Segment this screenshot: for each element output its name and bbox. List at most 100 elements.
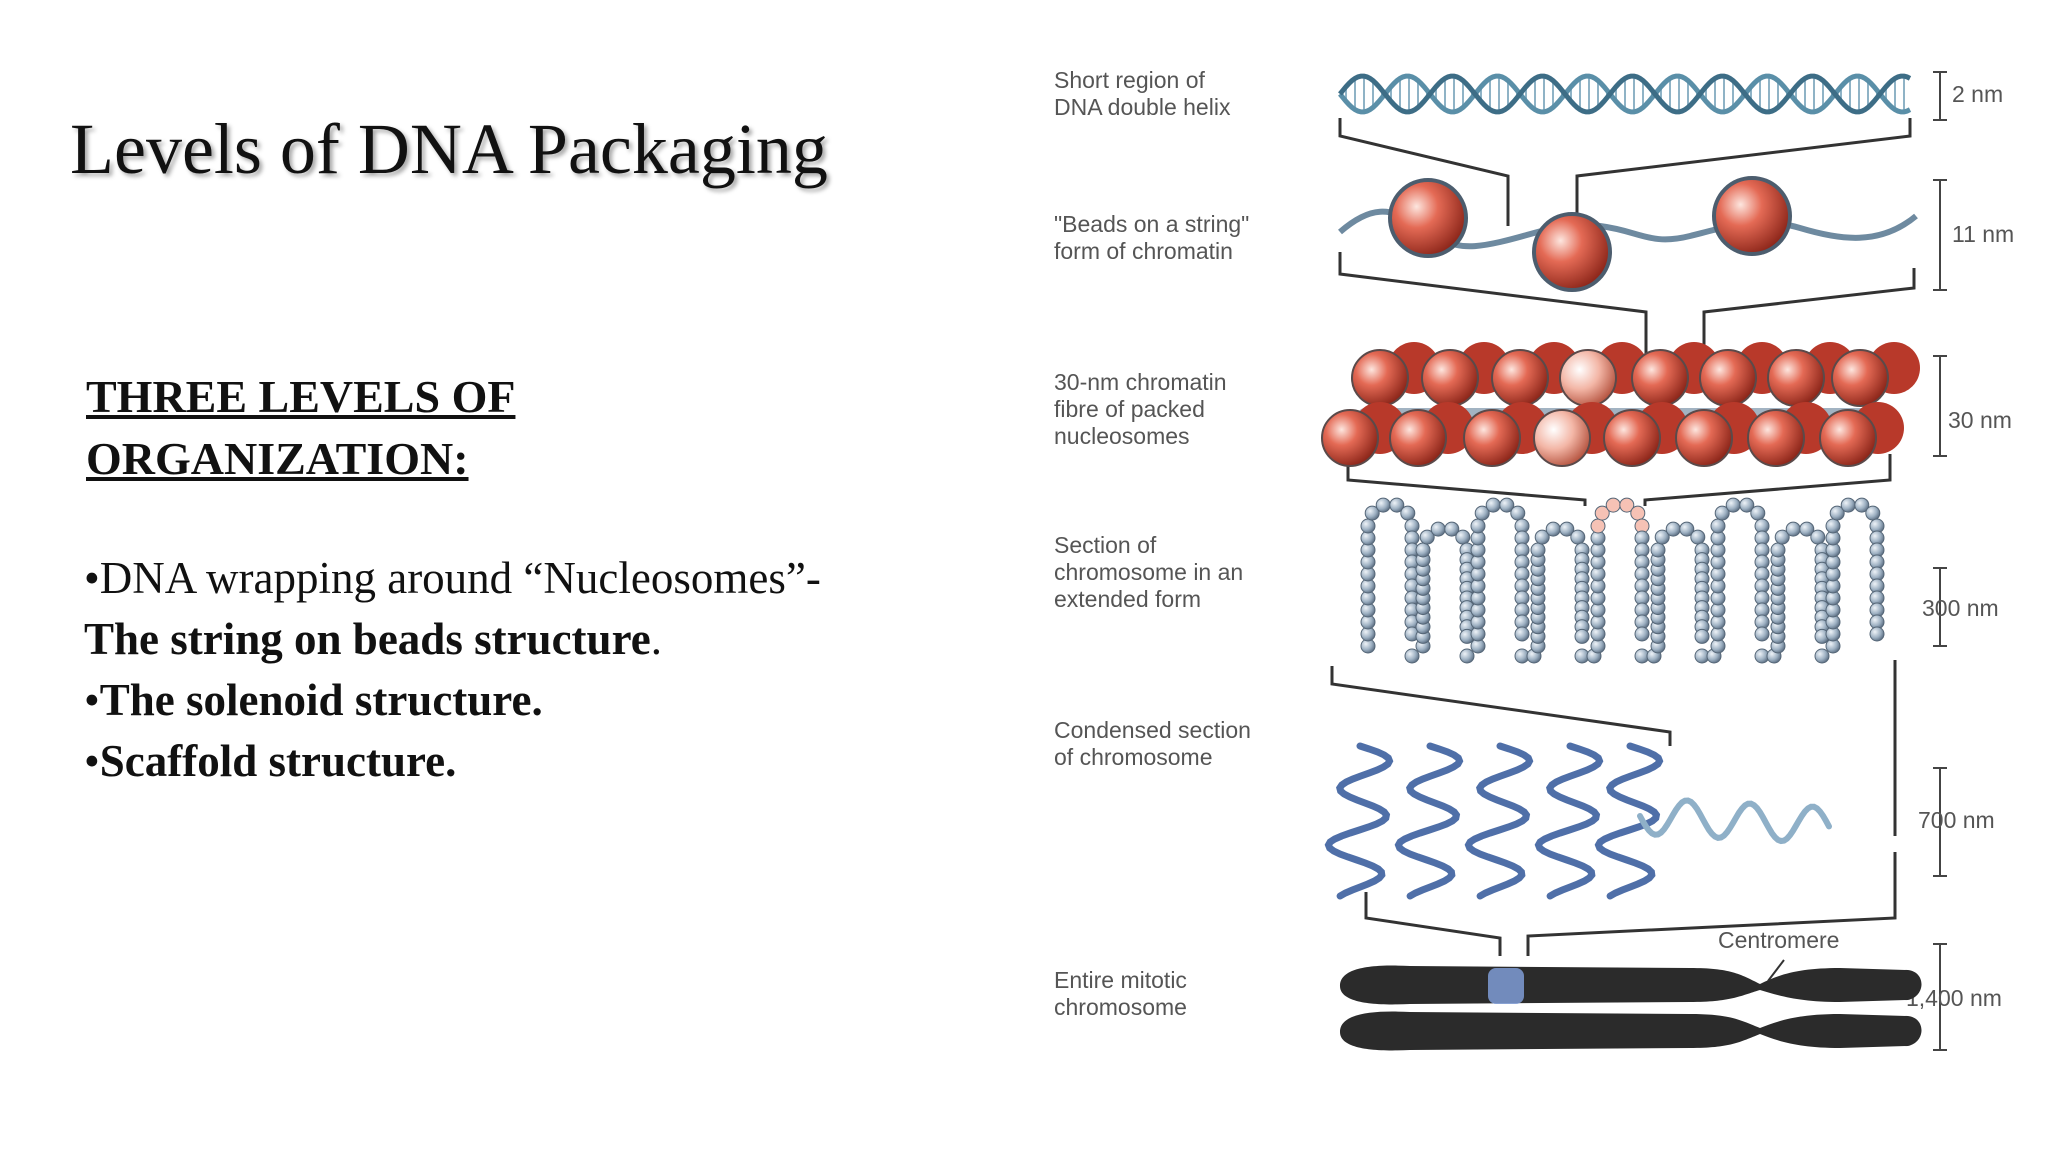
size-label: 30 nm bbox=[1948, 407, 2012, 433]
bullet-bold-text: The solenoid structure. bbox=[99, 675, 543, 725]
label-line: chromosome in an bbox=[1054, 559, 1243, 585]
chromatin-bead bbox=[1514, 626, 1530, 642]
label-line: Short region of bbox=[1054, 67, 1205, 93]
bullet-prefix: •DNA wrapping around “Nucleosomes”- bbox=[84, 553, 821, 603]
chromatin-bead bbox=[1570, 529, 1586, 545]
chromatin-bead bbox=[1829, 505, 1845, 521]
nucleosome bbox=[1532, 212, 1612, 292]
chromatin-bead bbox=[1865, 505, 1881, 521]
label-line: "Beads on a string" bbox=[1054, 211, 1249, 237]
chromatin-bead bbox=[1739, 497, 1755, 513]
bullet-item: •DNA wrapping around “Nucleosomes”- The … bbox=[84, 548, 984, 670]
condensed-coil bbox=[1534, 742, 1604, 900]
chromatid-lower bbox=[1340, 1011, 1922, 1051]
connector-line bbox=[1338, 118, 1510, 226]
size-indicator-2nm: 2 nm bbox=[1933, 71, 2003, 121]
extended-chromosome-section bbox=[1360, 497, 1885, 664]
chromatin-bead bbox=[1364, 505, 1380, 521]
level-label-beads: "Beads on a string" form of chromatin bbox=[1054, 211, 1249, 264]
chromatin-bead bbox=[1814, 648, 1830, 664]
bullet-prefix: • bbox=[84, 675, 100, 725]
chromatin-bead bbox=[1605, 497, 1621, 513]
chromatin-bead bbox=[1725, 497, 1741, 513]
chromatin-bead bbox=[1710, 518, 1726, 534]
chromatin-bead bbox=[1785, 521, 1801, 537]
chromatin-bead bbox=[1854, 497, 1870, 513]
connector-lines bbox=[1330, 118, 1916, 956]
chromatin-bead bbox=[1419, 529, 1435, 545]
chromatin-bead bbox=[1430, 521, 1446, 537]
level-label-30nm: 30-nm chromatin fibre of packed nucleoso… bbox=[1054, 369, 1227, 449]
nucleosome bbox=[1831, 349, 1889, 407]
chromatin-bead bbox=[1650, 542, 1666, 558]
label-line: Entire mitotic bbox=[1054, 967, 1187, 993]
size-label: 700 nm bbox=[1918, 807, 1995, 833]
nucleosome bbox=[1533, 409, 1591, 467]
nucleosome bbox=[1712, 176, 1792, 256]
size-label: 2 nm bbox=[1952, 81, 2003, 107]
chromatin-bead bbox=[1499, 497, 1515, 513]
nucleosome bbox=[1819, 409, 1877, 467]
chromatin-bead bbox=[1400, 505, 1416, 521]
nucleosome bbox=[1388, 178, 1468, 258]
chromatin-bead bbox=[1774, 529, 1790, 545]
chromatin-bead bbox=[1404, 648, 1420, 664]
nucleosome bbox=[1421, 349, 1479, 407]
chromatin-bead bbox=[1750, 505, 1766, 521]
chromatin-bead bbox=[1470, 518, 1486, 534]
chromatin-bead bbox=[1679, 521, 1695, 537]
label-line: Condensed section bbox=[1054, 717, 1251, 743]
nucleosome bbox=[1463, 409, 1521, 467]
condensed-coil bbox=[1394, 742, 1464, 900]
chromatin-bead bbox=[1545, 521, 1561, 537]
chromatin-bead bbox=[1455, 529, 1471, 545]
chromatin-bead bbox=[1694, 628, 1710, 644]
mitotic-chromosome: Centromere bbox=[1340, 927, 1922, 1051]
condensed-coil bbox=[1464, 742, 1534, 900]
organization-heading-line2: ORGANIZATION: bbox=[86, 433, 469, 484]
bullet-bold-text: Scaffold structure. bbox=[99, 736, 457, 786]
chromatin-bead bbox=[1665, 521, 1681, 537]
organization-heading: THREE LEVELS OF ORGANIZATION: bbox=[86, 366, 515, 490]
level-label-mitotic: Entire mitotic chromosome bbox=[1054, 967, 1187, 1020]
chromatin-bead bbox=[1530, 542, 1546, 558]
nucleosome bbox=[1321, 409, 1379, 467]
chromatin-bead bbox=[1474, 505, 1490, 521]
label-line: form of chromatin bbox=[1054, 238, 1233, 264]
label-line: 30-nm chromatin bbox=[1054, 369, 1227, 395]
condensed-chromosome-section bbox=[1324, 742, 1832, 900]
connector-line bbox=[1643, 454, 1892, 506]
chromatin-bead bbox=[1559, 521, 1575, 537]
level-label-extended: Section of chromosome in an extended for… bbox=[1054, 532, 1243, 612]
chromatin-fiber-30nm bbox=[1321, 342, 1920, 467]
chromatin-bead bbox=[1754, 626, 1770, 642]
connector-line bbox=[1338, 252, 1648, 366]
chromatin-bead bbox=[1630, 505, 1646, 521]
condensed-coil bbox=[1594, 742, 1664, 900]
label-line: extended form bbox=[1054, 586, 1201, 612]
nucleosome bbox=[1389, 409, 1447, 467]
slide-title: Levels of DNA Packaging bbox=[70, 109, 828, 189]
organization-bullet-list: •DNA wrapping around “Nucleosomes”- The … bbox=[84, 548, 984, 792]
helix-strand bbox=[1338, 73, 1912, 115]
chromatin-bead bbox=[1714, 505, 1730, 521]
nucleosome bbox=[1631, 349, 1689, 407]
label-line: of chromosome bbox=[1054, 744, 1213, 770]
chromatin-bead bbox=[1590, 518, 1606, 534]
size-indicator-300nm: 300 nm bbox=[1922, 567, 1999, 647]
organization-heading-line1: THREE LEVELS OF bbox=[86, 371, 516, 422]
chromatin-bead bbox=[1869, 626, 1885, 642]
chromatin-bead bbox=[1594, 505, 1610, 521]
connector-line bbox=[1575, 118, 1912, 246]
nucleosome bbox=[1675, 409, 1733, 467]
size-indicator-700nm: 700 nm bbox=[1918, 767, 1995, 877]
centromere-pointer bbox=[1767, 959, 1785, 982]
label-line: fibre of packed bbox=[1054, 396, 1205, 422]
nucleosome bbox=[1603, 409, 1661, 467]
label-line: Section of bbox=[1054, 532, 1157, 558]
bullet-prefix: • bbox=[84, 736, 100, 786]
helix-strand bbox=[1338, 73, 1912, 115]
level-label-helix: Short region of DNA double helix bbox=[1054, 67, 1231, 120]
size-label: 1,400 nm bbox=[1906, 985, 2002, 1011]
chromatin-bead bbox=[1825, 518, 1841, 534]
